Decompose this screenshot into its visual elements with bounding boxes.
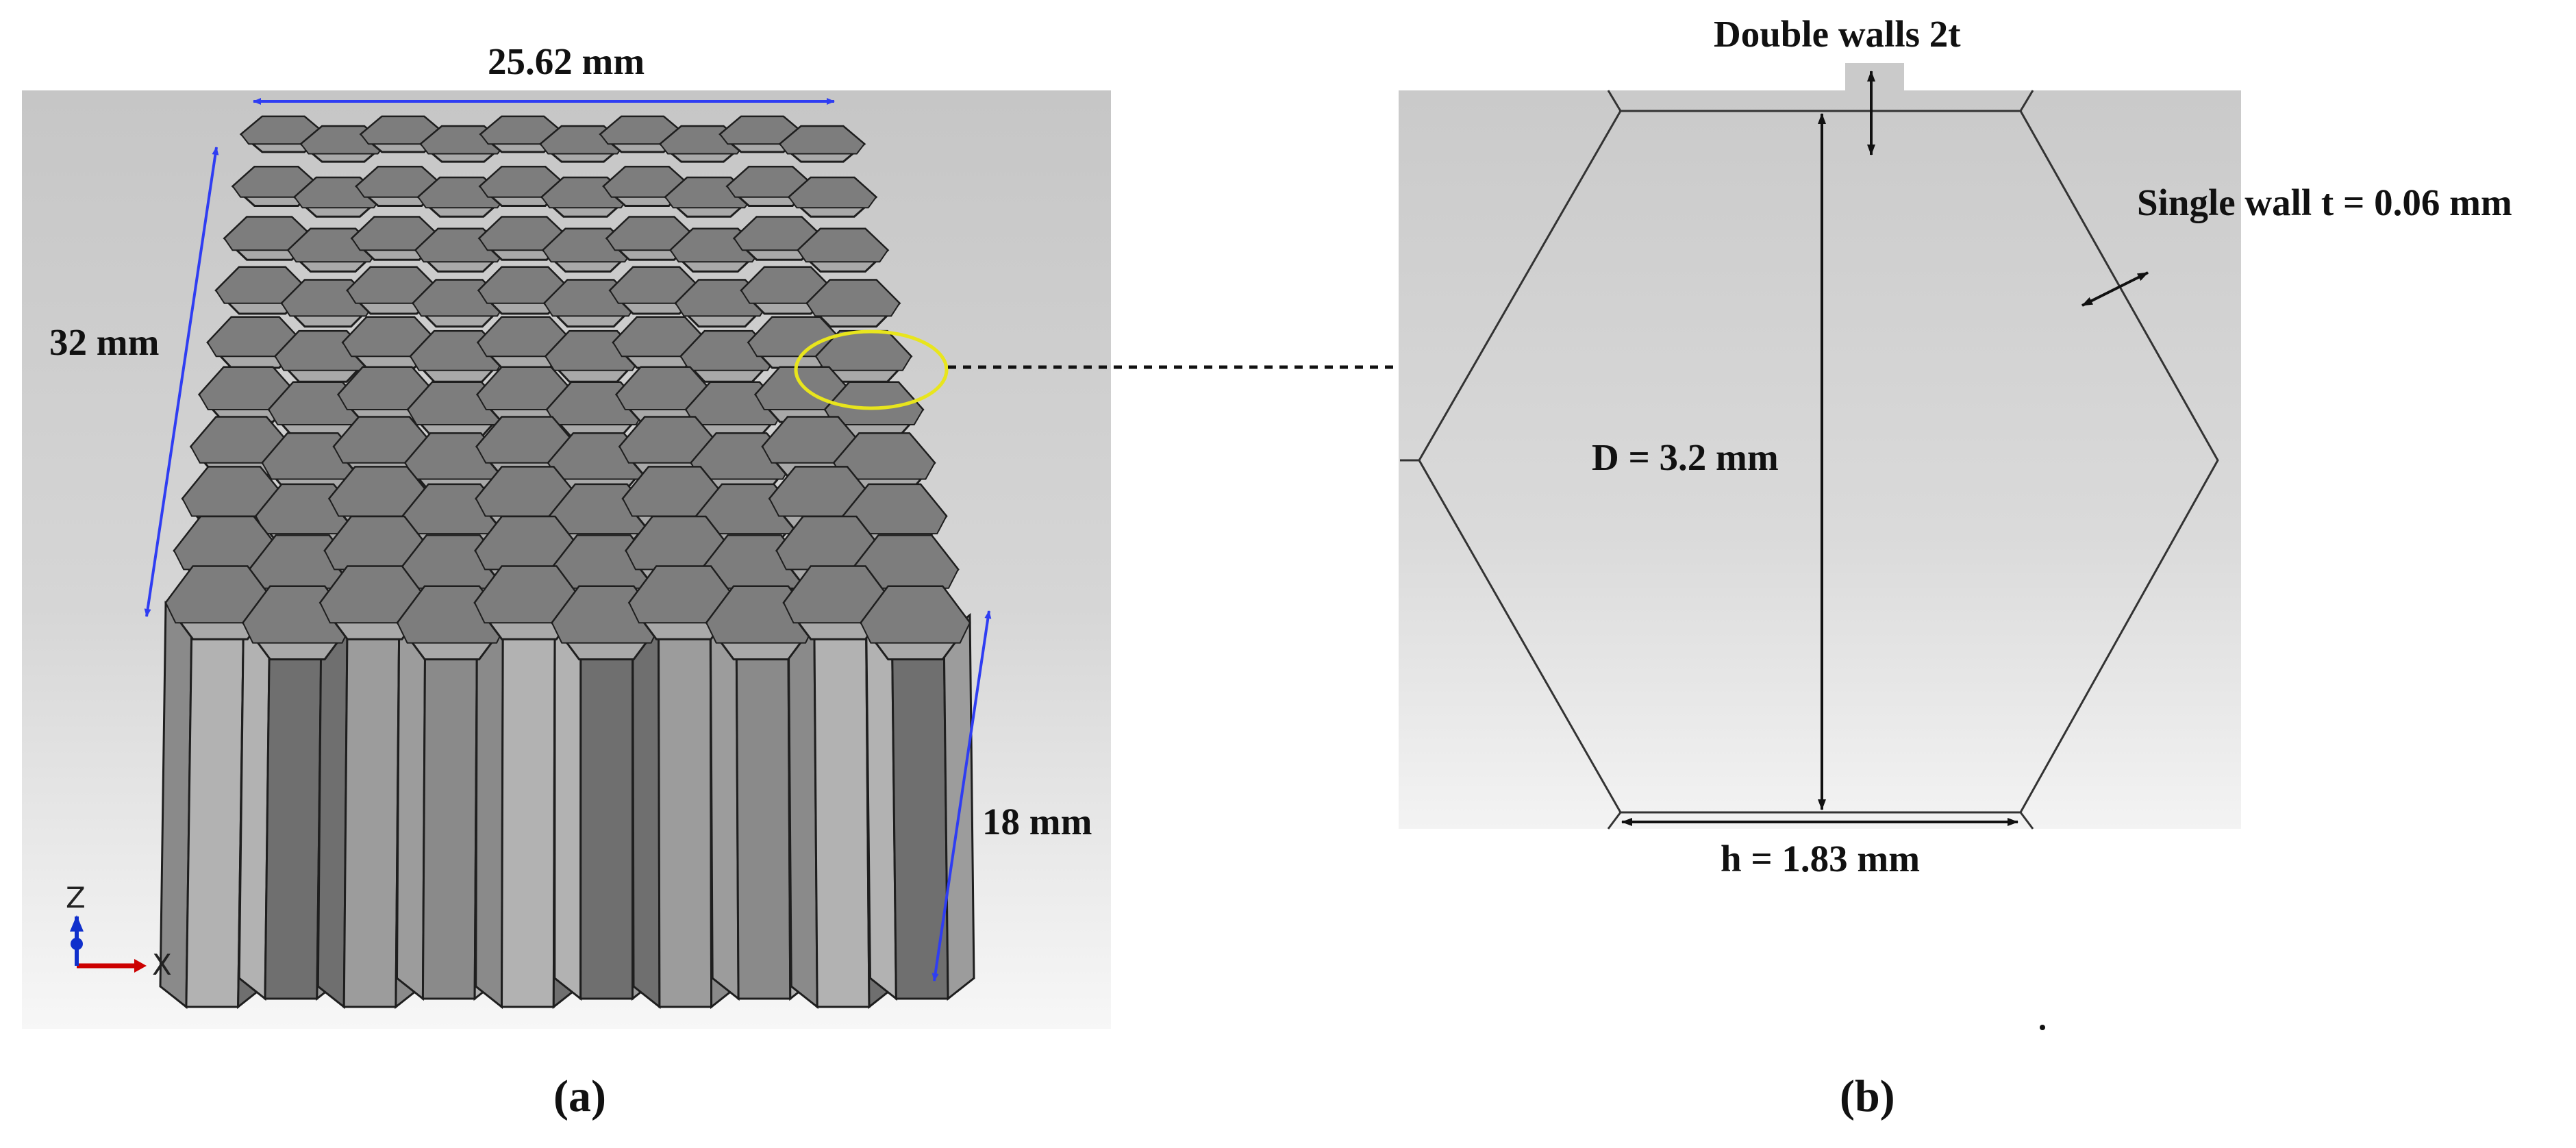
diameter-label: D = 3.2 mm [1592, 436, 1779, 478]
triad-origin [71, 938, 83, 950]
coordinate-triad [70, 915, 147, 973]
honeycomb-pillar-face [500, 622, 556, 1008]
honeycomb-pillar-face [264, 634, 323, 1000]
double-wall-tab [1845, 63, 1904, 92]
triad-z-label: Z [66, 881, 86, 914]
height-dimension-label: 18 mm [982, 801, 1092, 843]
honeycomb-cell-inner-wall [779, 125, 866, 155]
panel-b [1399, 63, 2241, 1030]
honeycomb-pillar-face [813, 622, 871, 1008]
honeycomb-cell-inner-wall [788, 177, 877, 209]
single-wall-label: Single wall t = 0.06 mm [2137, 182, 2512, 223]
honeycomb-pillar-face [342, 622, 401, 1008]
depth-dimension-arrow [144, 147, 219, 617]
side-length-label: h = 1.83 mm [1721, 838, 1921, 879]
honeycomb-pillar-face [579, 634, 634, 1000]
width-dimension-label: 25.62 mm [488, 40, 645, 82]
double-wall-label: Double walls 2t [1714, 13, 1961, 55]
honeycomb-pillar-face [395, 612, 427, 1001]
stray-dot [2040, 1025, 2045, 1030]
height-dimension-arrow [931, 610, 992, 982]
honeycomb-cell-inner-wall [797, 228, 889, 263]
honeycomb-pillar-face [632, 600, 661, 1010]
panel-b-background [1399, 90, 2241, 829]
triad-x-label: X [152, 948, 172, 982]
triad-x-arrowhead [134, 959, 147, 973]
caption-a: (a) [553, 1071, 606, 1121]
honeycomb-cell-inner-wall [805, 279, 901, 317]
depth-dimension-label: 32 mm [49, 321, 160, 363]
panel-a [22, 90, 1426, 1029]
triad-z-arrowhead [70, 915, 84, 932]
honeycomb-pillar-face [316, 600, 349, 1010]
neighbor-wall-stubs [1400, 90, 2034, 829]
honeycomb-pillar-face [553, 612, 582, 1001]
highlighted-cell-ellipse [794, 329, 949, 410]
honeycomb-pillar-face [421, 634, 479, 1000]
honeycomb-pillar-face [787, 600, 818, 1010]
caption-b: (b) [1840, 1071, 1895, 1121]
honeycomb-block [159, 115, 975, 1010]
single-wall-thickness-arrow [2081, 271, 2149, 307]
honeycomb-pillar-face [709, 612, 740, 1001]
honeycomb-pillar-face [657, 622, 713, 1008]
honeycomb-pillar-face [185, 622, 245, 1008]
honeycomb-pillar-face [735, 634, 792, 1000]
honeycomb-pillar-face [475, 600, 504, 1010]
